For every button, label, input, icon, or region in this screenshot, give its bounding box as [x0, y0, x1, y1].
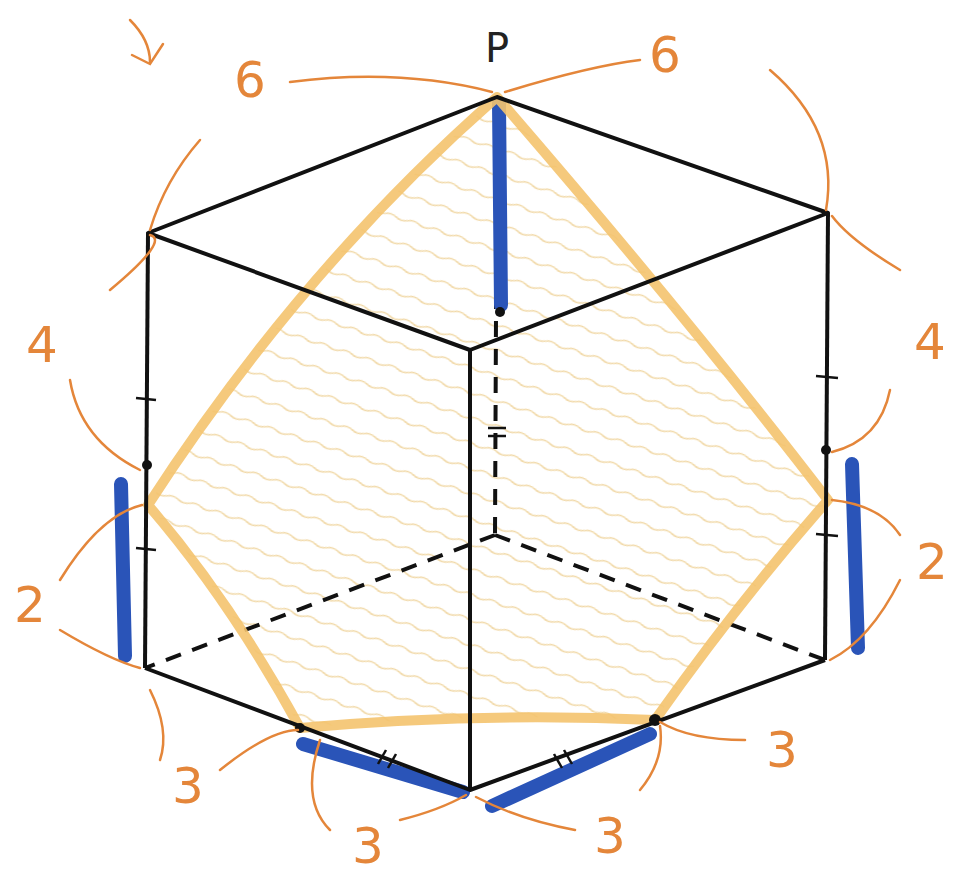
length-number: 4: [914, 317, 946, 367]
tick-marks: [136, 376, 838, 768]
hidden-edges: [145, 97, 825, 668]
length-number: 6: [649, 30, 681, 80]
length-number: 3: [594, 811, 626, 861]
points: [142, 307, 831, 733]
cube-edges: [145, 97, 828, 790]
length-number: 4: [26, 320, 58, 370]
point-label: P: [485, 28, 509, 68]
length-number: 6: [234, 55, 266, 105]
length-number: 3: [172, 761, 204, 811]
section-outline: [148, 97, 828, 728]
length-number: 3: [766, 725, 798, 775]
leader-arcs: [60, 20, 900, 830]
length-number: 2: [916, 537, 948, 587]
length-number: 2: [14, 580, 46, 630]
length-number: 3: [352, 821, 384, 871]
blue-marks: [121, 103, 858, 806]
section-hatch: [148, 97, 828, 728]
